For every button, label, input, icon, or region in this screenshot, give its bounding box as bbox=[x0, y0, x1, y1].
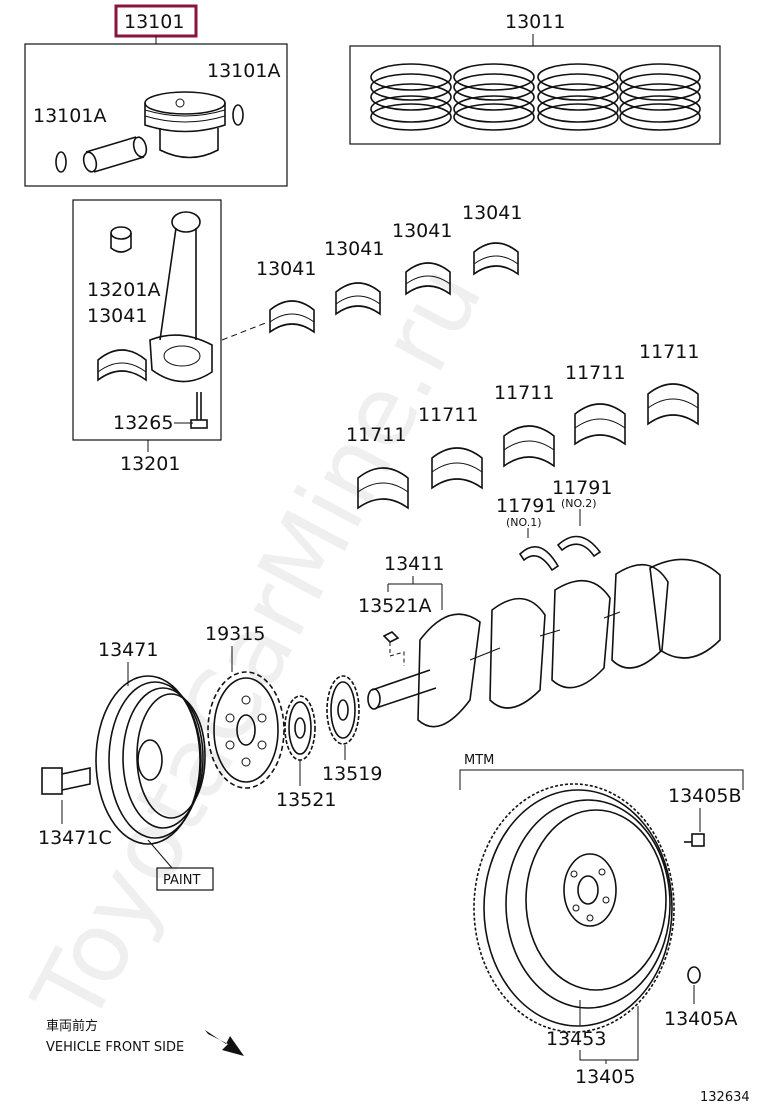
label-main-bearing-1[interactable]: 11711 bbox=[346, 424, 406, 446]
piston-pin-icon bbox=[82, 136, 148, 173]
front-label-jp: 車両前方 bbox=[46, 1018, 98, 1034]
bearing-shell-icon bbox=[431, 447, 483, 490]
bearing-shell-icon bbox=[335, 282, 381, 316]
label-rod-bearing-4[interactable]: 13041 bbox=[462, 202, 522, 224]
label-main-bearing-2[interactable]: 11711 bbox=[418, 404, 478, 426]
bearing-shell-icon bbox=[503, 425, 555, 468]
label-13453[interactable]: 13453 bbox=[546, 1028, 606, 1050]
sprocket-icon bbox=[326, 675, 360, 745]
bearing-shell-icon bbox=[97, 349, 147, 382]
piston-icon bbox=[144, 91, 226, 159]
front-label-en: VEHICLE FRONT SIDE bbox=[46, 1040, 184, 1055]
label-no2: (NO.2) bbox=[561, 497, 597, 510]
label-13405b[interactable]: 13405B bbox=[668, 785, 741, 807]
snap-ring-left-icon bbox=[55, 151, 67, 173]
bearing-shell-icon bbox=[647, 383, 699, 426]
bearing-shell-icon bbox=[574, 403, 626, 446]
pulley-bolt-icon bbox=[41, 767, 91, 795]
label-13519[interactable]: 13519 bbox=[322, 763, 382, 785]
piston-box bbox=[24, 43, 288, 187]
label-thrust-washer-2[interactable]: 11791 bbox=[552, 477, 612, 499]
diagram-id: 132634 bbox=[700, 1090, 750, 1105]
flywheel-pin-icon bbox=[687, 966, 701, 984]
bearing-shell-icon bbox=[357, 467, 409, 510]
label-13411[interactable]: 13411 bbox=[384, 553, 444, 575]
label-13405a[interactable]: 13405A bbox=[664, 1008, 737, 1030]
flywheel-group[interactable]: MTM 13405B 13405A 13453 13405 bbox=[459, 753, 744, 1088]
label-13011[interactable]: 13011 bbox=[505, 11, 565, 33]
flywheel-bolt-icon bbox=[684, 833, 705, 847]
label-13405[interactable]: 13405 bbox=[575, 1066, 635, 1088]
bearing-shell-icon bbox=[405, 262, 451, 296]
ring-set-icon bbox=[370, 63, 701, 131]
rod-bolt-icon bbox=[190, 392, 208, 429]
thrust-washer-icon bbox=[518, 545, 560, 572]
label-paint: PAINT bbox=[163, 873, 200, 888]
label-19315[interactable]: 19315 bbox=[205, 623, 265, 645]
label-13521a[interactable]: 13521A bbox=[358, 595, 431, 617]
label-13471c[interactable]: 13471C bbox=[38, 827, 112, 849]
label-no1: (NO.1) bbox=[506, 516, 542, 529]
thrust-washer-icon bbox=[556, 535, 602, 558]
ring-set-group[interactable]: 13011 bbox=[349, 11, 721, 145]
pulley-group[interactable]: 13471 13471C PAINT 19315 13521 bbox=[38, 623, 382, 891]
label-snap-ring-right[interactable]: 13101A bbox=[207, 60, 280, 82]
paint-box bbox=[156, 867, 214, 891]
label-rod-bearing-inner[interactable]: 13041 bbox=[87, 305, 147, 327]
crankshaft-group[interactable]: 13411 13521A bbox=[358, 553, 721, 728]
bearing-shell-icon bbox=[473, 242, 519, 276]
connecting-rod-icon bbox=[149, 211, 213, 383]
crank-pulley-icon bbox=[95, 675, 206, 845]
label-13521[interactable]: 13521 bbox=[276, 789, 336, 811]
label-13101[interactable]: 13101 bbox=[124, 11, 184, 33]
label-mtm: MTM bbox=[464, 753, 494, 768]
piston-group[interactable]: 13101 13101A 13101A bbox=[24, 4, 288, 187]
label-13471[interactable]: 13471 bbox=[98, 639, 158, 661]
label-13201[interactable]: 13201 bbox=[120, 453, 180, 475]
snap-ring-right-icon bbox=[232, 104, 244, 126]
label-main-bearing-4[interactable]: 11711 bbox=[565, 362, 625, 384]
label-main-bearing-5[interactable]: 11711 bbox=[639, 341, 699, 363]
bushing-icon bbox=[110, 226, 132, 253]
main-bearings-group[interactable]: 11711 11711 11711 11711 11711 bbox=[346, 341, 699, 510]
bearing-shell-icon bbox=[269, 300, 315, 334]
thrust-washers-group[interactable]: 11791 (NO.1) 11791 (NO.2) bbox=[496, 477, 612, 572]
ring-set-box bbox=[349, 45, 721, 145]
label-rod-bearing-3[interactable]: 13041 bbox=[392, 220, 452, 242]
label-thrust-washer-1[interactable]: 11791 bbox=[496, 495, 556, 517]
conn-rod-group[interactable]: 13201A 13041 13265 13201 bbox=[72, 199, 222, 475]
label-snap-ring-left[interactable]: 13101A bbox=[33, 105, 106, 127]
front-arrow-icon bbox=[205, 1030, 244, 1056]
crankshaft-icon bbox=[367, 558, 721, 728]
rod-bearings-group[interactable]: 13041 13041 13041 13041 bbox=[256, 202, 522, 334]
label-13265[interactable]: 13265 bbox=[113, 412, 173, 434]
label-13201a[interactable]: 13201A bbox=[87, 279, 160, 301]
conn-rod-box bbox=[72, 199, 222, 441]
timing-rotor-icon bbox=[207, 671, 285, 789]
key-icon bbox=[382, 631, 400, 643]
flywheel-icon bbox=[473, 783, 675, 1033]
label-main-bearing-3[interactable]: 11711 bbox=[494, 382, 554, 404]
sprocket-icon bbox=[284, 695, 316, 761]
label-rod-bearing-1[interactable]: 13041 bbox=[256, 258, 316, 280]
label-rod-bearing-2[interactable]: 13041 bbox=[324, 238, 384, 260]
